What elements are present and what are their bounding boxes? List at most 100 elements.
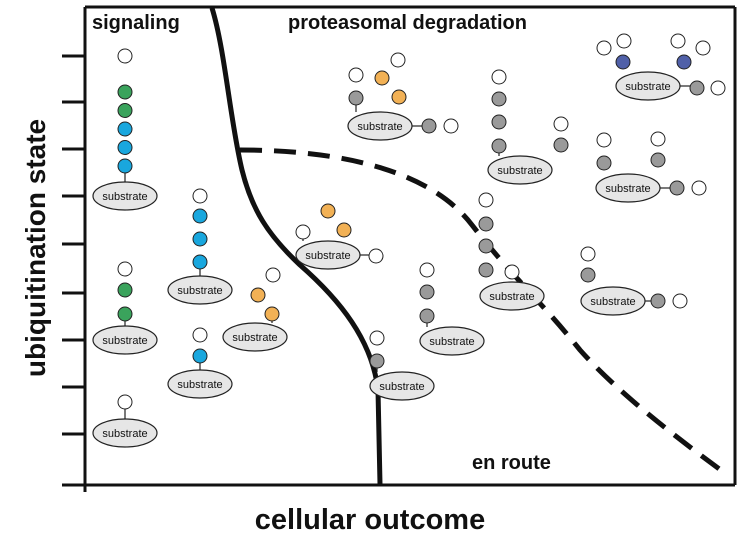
ubiquitin-gray bbox=[596, 155, 612, 171]
ubiquitin-gray bbox=[669, 180, 685, 196]
ubiquitin-blue bbox=[676, 54, 692, 70]
deg-orange-branched: substrate bbox=[347, 52, 459, 141]
substrate-ellipse bbox=[222, 322, 288, 352]
deg-orange-mid: substrate bbox=[295, 203, 384, 270]
ubiquitin-gray bbox=[580, 267, 596, 283]
ubiquitin-gray bbox=[689, 80, 705, 96]
ubiquitin-cap bbox=[443, 118, 459, 134]
ubiquitin-cap bbox=[368, 248, 384, 264]
x-axis-label: cellular outcome bbox=[254, 504, 486, 536]
ubiquitin-cap bbox=[616, 33, 632, 49]
substrate-ellipse bbox=[369, 371, 435, 401]
ubiquitin-gray bbox=[421, 118, 437, 134]
sig-chain-cyan-single: substrate bbox=[167, 327, 233, 399]
ubiquitin-cap bbox=[117, 261, 133, 277]
substrate-label: substrate bbox=[489, 291, 534, 303]
sig-chain-cyan-long: substrate bbox=[167, 188, 233, 305]
ubiquitin-cyan bbox=[117, 158, 133, 174]
sig-chain-orange: substrate bbox=[222, 267, 288, 352]
signaling-boundary-curve bbox=[209, 7, 383, 485]
ubiquitin-cap bbox=[553, 116, 569, 132]
ubiquitin-cap bbox=[596, 40, 612, 56]
ubiquitin-orange bbox=[391, 89, 407, 105]
ubiquitin-cap bbox=[348, 67, 364, 83]
proteasomal-degradation-region-label: proteasomal degradation bbox=[288, 12, 527, 34]
ubiquitin-cap bbox=[691, 180, 707, 196]
molecules: substrate substrate substrate substrate subs… bbox=[92, 33, 726, 448]
deg-gray-tall: substrate bbox=[487, 69, 569, 185]
ubiquitin-cyan bbox=[117, 121, 133, 137]
substrate-label: substrate bbox=[102, 335, 147, 347]
sig-chain-green-short: substrate bbox=[92, 261, 158, 355]
sig-unmodified: substrate bbox=[92, 394, 158, 448]
en-route-region-label: en route bbox=[472, 452, 551, 474]
ubiquitin-cap bbox=[504, 264, 520, 280]
deg-blue-branched: substrate bbox=[596, 33, 726, 101]
enroute-gray-2: substrate bbox=[419, 262, 485, 356]
substrate-label: substrate bbox=[590, 296, 635, 308]
ubiquitin-cap bbox=[369, 330, 385, 346]
ubiquitin-cap bbox=[650, 131, 666, 147]
substrate-label: substrate bbox=[379, 381, 424, 393]
ubiquitin-orange bbox=[264, 306, 280, 322]
substrate-label: substrate bbox=[102, 428, 147, 440]
ubiquitin-cyan bbox=[117, 140, 133, 155]
ubiquitin-gray bbox=[419, 308, 435, 324]
substrate-label: substrate bbox=[357, 121, 402, 133]
ubiquitin-cyan bbox=[192, 348, 208, 364]
ubiquitin-gray bbox=[650, 152, 666, 168]
ubiquitin-gray bbox=[348, 90, 364, 106]
substrate-ellipse bbox=[419, 326, 485, 356]
ubiquitin-cap bbox=[390, 52, 406, 68]
ubiquitin-cap bbox=[580, 246, 596, 262]
ubiquitin-cyan bbox=[192, 231, 208, 247]
substrate-label: substrate bbox=[429, 336, 474, 348]
substrate-ellipse bbox=[479, 281, 545, 311]
ubiquitin-cap bbox=[695, 40, 711, 56]
ubiquitin-cap bbox=[295, 224, 311, 240]
ubiquitin-cap bbox=[491, 69, 507, 85]
deg-gray-double: substrate bbox=[595, 131, 707, 203]
ubiquitin-cap bbox=[478, 192, 494, 208]
ubiquitin-cap bbox=[670, 33, 686, 49]
enroute-gray-side: substrate bbox=[580, 246, 688, 316]
ubiquitin-cap bbox=[596, 132, 612, 148]
ubiquitin-orange bbox=[336, 222, 352, 238]
substrate-label: substrate bbox=[625, 81, 670, 93]
ubiquitin-green bbox=[117, 84, 133, 100]
ubiquitin-green bbox=[117, 103, 133, 118]
substrate-ellipse bbox=[487, 155, 553, 185]
y-axis-label: ubiquitination state bbox=[20, 118, 51, 378]
ubiquitin-orange bbox=[374, 70, 390, 86]
y-axis-ticks bbox=[62, 54, 85, 436]
ubiquitin-gray bbox=[491, 138, 507, 154]
ubiquitin-gray bbox=[491, 114, 507, 130]
ubiquitin-gray bbox=[478, 216, 494, 232]
ubiquitin-cap bbox=[117, 394, 133, 410]
ubiquitin-cap bbox=[419, 262, 435, 278]
ubiquitin-gray bbox=[478, 238, 494, 254]
ubiquitin-gray bbox=[491, 91, 507, 107]
ubiquitin-orange bbox=[250, 287, 266, 303]
substrate-label: substrate bbox=[497, 165, 542, 177]
sig-chain-green-long: substrate bbox=[92, 48, 158, 211]
substrate-label: substrate bbox=[177, 379, 222, 391]
ubiquitin-cap bbox=[265, 267, 281, 283]
substrate-label: substrate bbox=[102, 191, 147, 203]
ubiquitin-gray bbox=[478, 262, 494, 278]
ubiquitin-cap bbox=[192, 327, 208, 343]
ubiquitin-gray bbox=[650, 293, 666, 309]
ubiquitin-cap bbox=[117, 48, 133, 64]
ubiquitin-gray bbox=[419, 284, 435, 300]
substrate-label: substrate bbox=[232, 332, 277, 344]
ubiquitin-gray bbox=[369, 353, 385, 369]
ubiquitin-blue bbox=[615, 54, 631, 70]
ubiquitin-green bbox=[117, 282, 133, 298]
ubiquitin-cyan bbox=[192, 208, 208, 224]
deg-gray-chain4: substrate bbox=[478, 192, 545, 311]
ubiquitin-cap bbox=[672, 293, 688, 309]
ubiquitin-gray bbox=[553, 137, 569, 153]
signaling-region-label: signaling bbox=[92, 12, 180, 34]
ubiquitin-cyan bbox=[192, 254, 208, 270]
